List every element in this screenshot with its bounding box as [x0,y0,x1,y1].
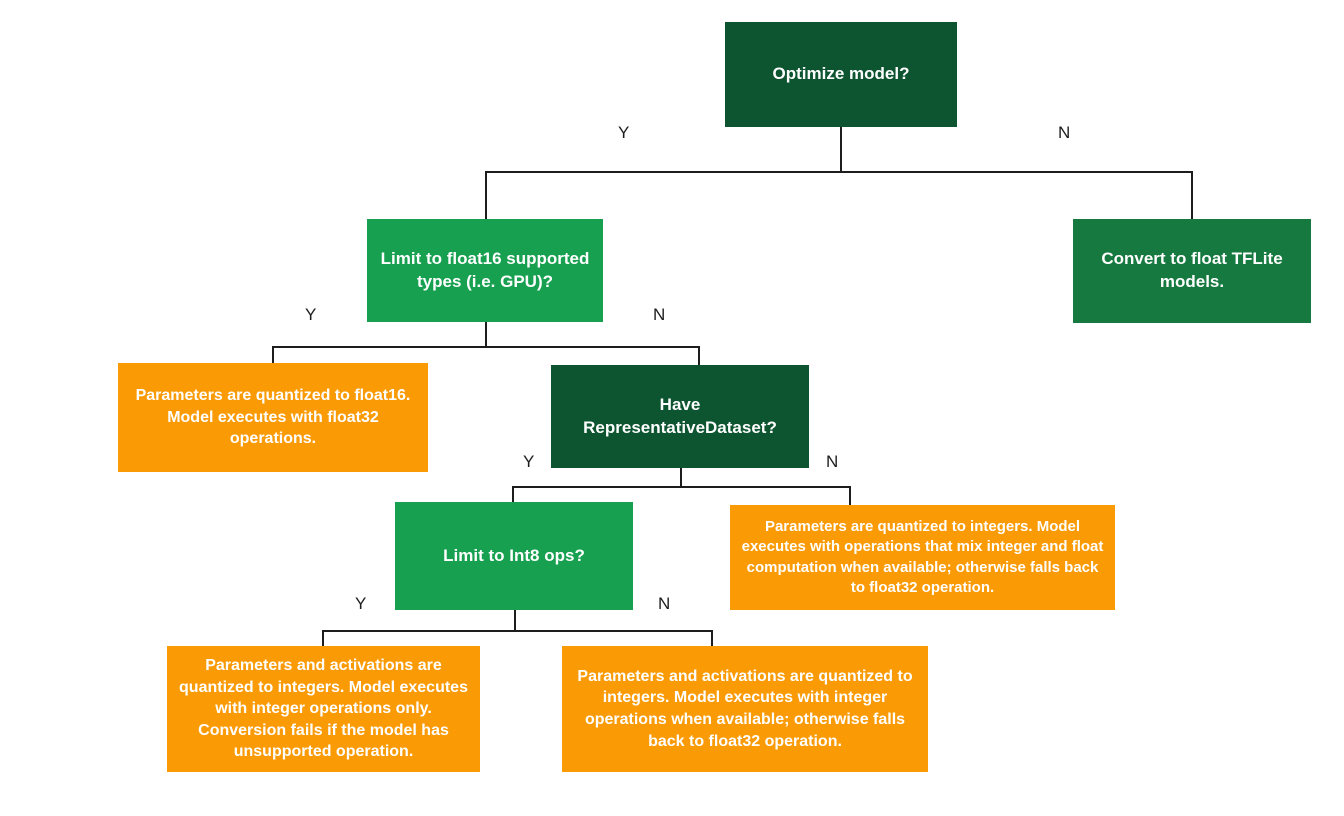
connector-float16-stem [485,322,487,347]
node-int-with-fallback-outcome[interactable]: Parameters and activations are quantized… [562,646,928,772]
node-convert-float-tflite[interactable]: Convert to float TFLite models. [1073,219,1311,323]
node-optimize[interactable]: Optimize model? [725,22,957,127]
node-float16-outcome[interactable]: Parameters are quantized to float16. Mod… [118,363,428,472]
branch-label-int8-no: N [658,594,671,613]
connector-int8-to-full [322,630,324,647]
connector-optimize-stem [840,127,842,172]
node-label: Limit to float16 supported types (i.e. G… [380,248,590,291]
connector-repdata-to-dynamic [849,486,851,506]
node-float16-types[interactable]: Limit to float16 supported types (i.e. G… [367,219,603,322]
connector-optimize-to-float16 [485,171,487,220]
node-dynamic-range-outcome[interactable]: Parameters are quantized to integers. Mo… [730,505,1115,610]
connector-repdata-to-int8 [512,486,514,503]
connector-int8-bus [322,630,712,632]
branch-label-float16-yes: Y [305,305,317,324]
branch-label-int8-yes: Y [355,594,367,613]
connector-optimize-bus [485,171,1193,173]
connector-repdata-bus [512,486,850,488]
node-label: Parameters are quantized to float16. Mod… [135,387,411,448]
node-label: Limit to Int8 ops? [443,545,585,565]
node-label: Optimize model? [772,64,910,84]
branch-label-repdataset-no: N [826,452,839,471]
node-label: Parameters are quantized to integers. Mo… [741,518,1104,596]
connector-repdata-stem [680,468,682,487]
branch-label-optimize-no: N [1058,123,1071,142]
connector-float16-to-repdata [698,346,700,366]
node-label: Parameters and activations are quantized… [577,667,913,750]
node-representative-dataset[interactable]: Have RepresentativeDataset? [551,365,809,468]
connector-int8-to-fallback [711,630,713,647]
branch-label-optimize-yes: Y [618,123,630,142]
connector-int8-stem [514,610,516,631]
node-label: Convert to float TFLite models. [1101,249,1283,291]
connector-optimize-to-convert [1191,171,1193,220]
node-full-int8-outcome[interactable]: Parameters and activations are quantized… [167,646,480,772]
branch-label-repdataset-yes: Y [523,452,535,471]
connector-float16-to-outcome [272,346,274,364]
branch-label-float16-no: N [653,305,666,324]
connector-float16-bus [272,346,698,348]
node-label: Parameters and activations are quantized… [179,657,468,761]
node-int8-ops[interactable]: Limit to Int8 ops? [395,502,633,610]
node-label: Have RepresentativeDataset? [583,394,777,437]
